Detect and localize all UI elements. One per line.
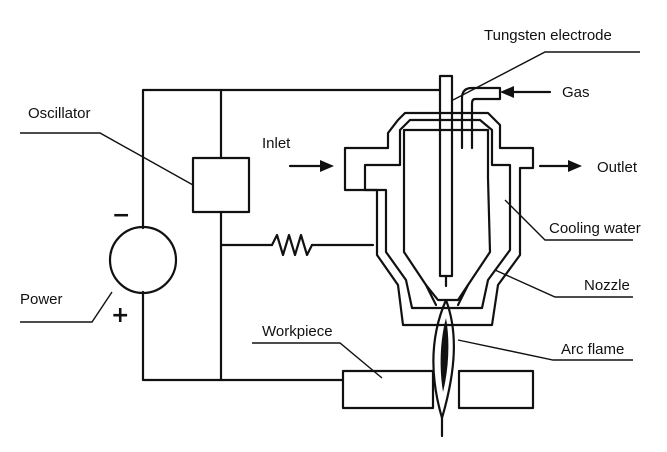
gas-arrow: [500, 86, 552, 98]
label-cooling-water: Cooling water: [549, 220, 641, 237]
circuit-wiring: [141, 88, 442, 382]
inlet-arrow: [288, 160, 334, 172]
minus-sign: −: [112, 203, 130, 228]
label-tungsten-electrode: Tungsten electrode: [484, 27, 612, 44]
tungsten-electrode: [438, 74, 454, 288]
label-nozzle: Nozzle: [584, 277, 630, 294]
plus-sign: +: [111, 303, 129, 328]
label-gas: Gas: [562, 84, 590, 101]
label-workpiece: Workpiece: [262, 323, 333, 340]
leader-lines: [20, 51, 640, 379]
workpiece-right: [457, 369, 535, 410]
label-outlet: Outlet: [597, 159, 638, 176]
label-oscillator: Oscillator: [28, 105, 91, 122]
label-power: Power: [20, 291, 63, 308]
torch-body: [343, 111, 535, 327]
label-inlet: Inlet: [262, 135, 291, 152]
arc-flame: [432, 298, 455, 438]
workpiece-left: [341, 369, 435, 410]
gas-pipe: [460, 86, 502, 150]
outlet-arrow: [538, 160, 582, 172]
oscillator-box: [191, 156, 251, 214]
power-source: [108, 225, 178, 295]
label-arc-flame: Arc flame: [561, 341, 624, 358]
